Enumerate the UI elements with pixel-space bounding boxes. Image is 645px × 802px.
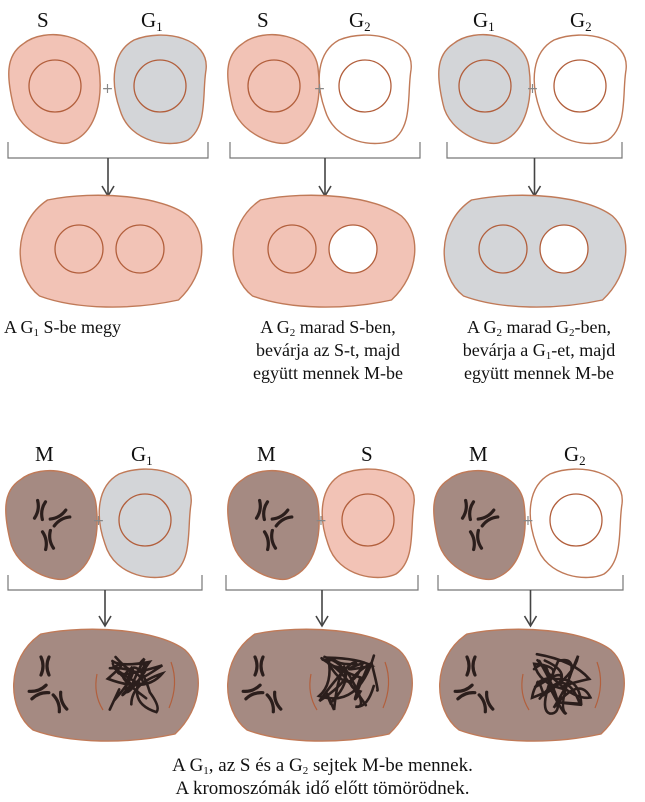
row1-panel-3-plus: + bbox=[527, 81, 539, 97]
row1-panel-1-left-nucleus bbox=[29, 60, 81, 112]
row2-panel-2-right-nucleus bbox=[342, 494, 394, 546]
row1-panel-1-fused-nucleus-1 bbox=[55, 225, 103, 273]
row1-panel-1-fused-nucleus-2 bbox=[116, 225, 164, 273]
row1-panel-2-fused-nucleus-1 bbox=[268, 225, 316, 273]
row2-panel-2-left-cell bbox=[228, 471, 319, 580]
row1-panel-1-fused-cell bbox=[20, 195, 202, 307]
row2-panel-3-right-nucleus bbox=[550, 494, 602, 546]
row1-panel-3-right-nucleus bbox=[554, 60, 606, 112]
row1-panel-3-bracket bbox=[447, 142, 622, 158]
bottom-caption: A G1, az S és a G2 sejtek M-be mennek. A… bbox=[0, 754, 645, 800]
label-row2-p3-left: M bbox=[469, 444, 488, 465]
label-row1-p1-left: S bbox=[37, 10, 49, 31]
row2-panel-1-right-nucleus bbox=[119, 494, 171, 546]
row2-panel-1-plus: + bbox=[93, 513, 105, 529]
label-row2-p1-left: M bbox=[35, 444, 54, 465]
row2-panel-1-bracket bbox=[8, 575, 202, 590]
row2-panel-2-bracket bbox=[226, 575, 418, 590]
row1-panel-2-plus: + bbox=[314, 81, 326, 97]
row1-panel-3-fused-cell bbox=[444, 195, 626, 307]
caption-row1-p2: A G2 marad S-ben, bevárja az S-t, majd e… bbox=[224, 316, 432, 385]
row2-panel-3-fused-cell bbox=[440, 629, 625, 741]
label-row1-p2-right: G2 bbox=[349, 10, 371, 31]
label-row2-p3-right: G2 bbox=[564, 444, 586, 465]
row1-panel-2-fused-nucleus-2 bbox=[329, 225, 377, 273]
row2-panel-2-plus: + bbox=[315, 513, 327, 529]
row1-panel-3-fused-nucleus-1 bbox=[479, 225, 527, 273]
row1-panel-2-bracket bbox=[230, 142, 420, 158]
label-row1-p2-left: S bbox=[257, 10, 269, 31]
row2-panel-2-fused-cell bbox=[228, 629, 413, 741]
row1-panel-3-fused-nucleus-2 bbox=[540, 225, 588, 273]
row1-panel-1-bracket bbox=[8, 142, 208, 158]
row1-panel-2-fused-cell bbox=[233, 195, 415, 307]
caption-row1-p3: A G2 marad G2-ben, bevárja a G1-et, majd… bbox=[434, 316, 644, 385]
label-row1-p3-left: G1 bbox=[473, 10, 495, 31]
row2-panel-3-plus: + bbox=[522, 513, 534, 529]
row1-panel-1-plus: + bbox=[102, 81, 114, 97]
label-row1-p3-right: G2 bbox=[570, 10, 592, 31]
label-row2-p1-right: G1 bbox=[131, 444, 153, 465]
label-row2-p2-left: M bbox=[257, 444, 276, 465]
row1-panel-2-left-nucleus bbox=[248, 60, 300, 112]
label-row2-p2-right: S bbox=[361, 444, 373, 465]
row1-panel-3-left-nucleus bbox=[459, 60, 511, 112]
row2-panel-1-fused-cell bbox=[14, 629, 199, 741]
row2-panel-3-left-cell bbox=[434, 471, 525, 580]
row2-panel-1-left-cell bbox=[6, 471, 97, 580]
caption-row1-p1: A G1 S-be megy bbox=[4, 316, 121, 339]
label-row1-p1-right: G1 bbox=[141, 10, 163, 31]
row1-panel-1-right-nucleus bbox=[134, 60, 186, 112]
row1-panel-2-right-nucleus bbox=[339, 60, 391, 112]
